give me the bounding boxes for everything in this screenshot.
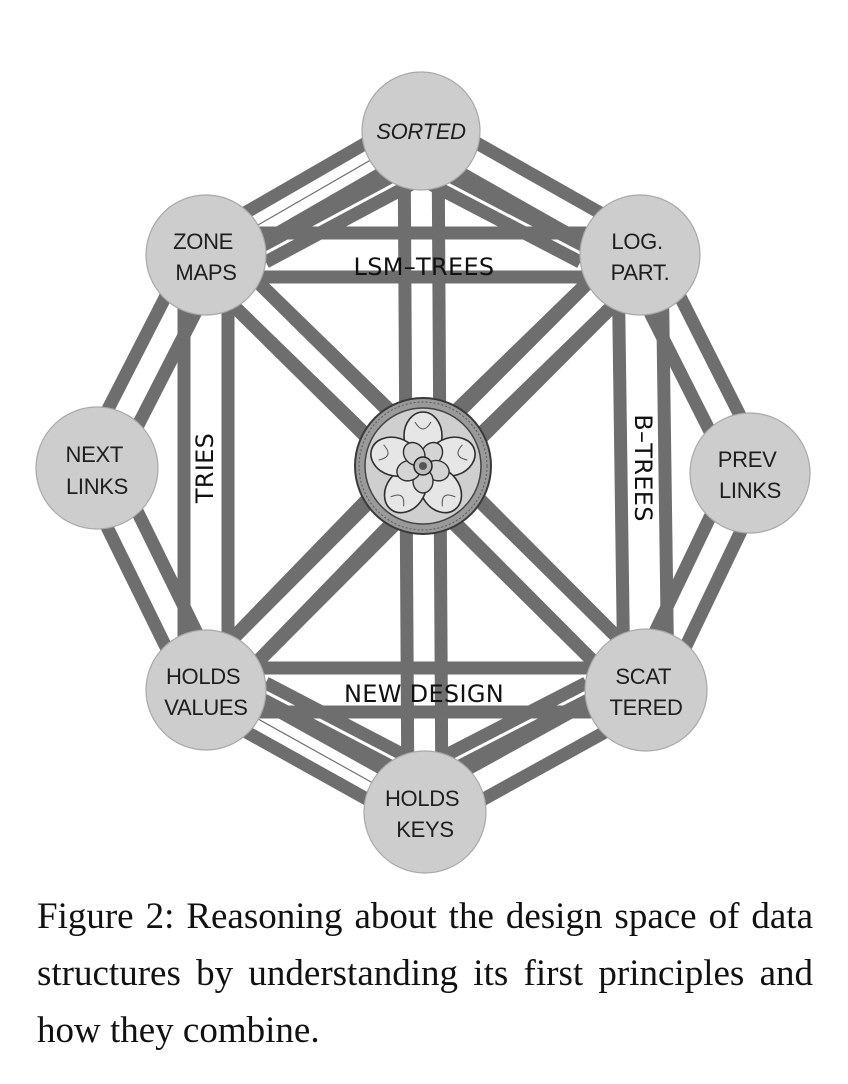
node-prev-links: PREV LINKS — [689, 412, 811, 534]
node-log-part-line-1: LOG. — [611, 229, 662, 254]
node-sorted-line-1: SORTED — [376, 119, 466, 144]
band-b-trees-rail-1 — [655, 254, 675, 690]
node-next-links-line-1: NEXT — [66, 442, 123, 467]
svg-text:SCAT TERED: SCAT TERED — [609, 664, 682, 720]
band-label-tries: TRIES — [191, 433, 219, 504]
node-holds-keys: HOLDS KEYS — [363, 750, 487, 874]
node-zone-maps: ZONE MAPS — [145, 194, 267, 316]
node-zone-maps-line-1: ZONE — [173, 229, 233, 254]
bar-sorted-zone-inner-rail-1 — [262, 171, 428, 268]
bar-holds-keys-values-inner-rail-2 — [262, 677, 432, 774]
node-log-part: LOG. PART. — [579, 194, 701, 316]
node-zone-maps-line-2: MAPS — [175, 260, 236, 285]
design-space-diagram: SORTED ZONE MAPS LOG. PART. NEXT LINKS — [35, 71, 811, 874]
node-scattered: SCAT TERED — [584, 628, 708, 752]
svg-text:NEXT LINKS: NEXT LINKS — [66, 442, 129, 499]
band-label-lsm-trees: LSM–TREES — [354, 253, 495, 281]
svg-text:HOLDS KEYS: HOLDS KEYS — [385, 786, 465, 842]
svg-text:LOG. PART.: LOG. PART. — [611, 229, 670, 285]
rosette-icon — [354, 397, 492, 535]
svg-text:SORTED: SORTED — [376, 119, 466, 144]
node-next-links: NEXT LINKS — [35, 406, 159, 530]
svg-text:HOLDS VALUES: HOLDS VALUES — [164, 664, 247, 720]
band-labels: LSM–TREES NEW DESIGN TRIES B–TREES — [191, 253, 657, 708]
bar-holds-keys-scattered-inner-rail-1 — [418, 677, 590, 774]
node-scattered-line-2: TERED — [609, 695, 682, 720]
node-sorted: SORTED — [361, 71, 481, 191]
figure-caption: Figure 2: Reasoning about the design spa… — [37, 896, 813, 1051]
svg-text:PREV LINKS: PREV LINKS — [718, 447, 783, 503]
node-prev-links-line-1: PREV — [718, 447, 777, 472]
node-log-part-line-2: PART. — [611, 260, 670, 285]
band-b-trees-rail-2 — [611, 255, 631, 691]
bar-sorted-log-inner-rail-2 — [414, 171, 584, 268]
node-next-links-line-2: LINKS — [66, 474, 128, 499]
principle-nodes: SORTED ZONE MAPS LOG. PART. NEXT LINKS — [35, 71, 811, 874]
node-holds-values: HOLDS VALUES — [145, 629, 267, 751]
node-prev-links-line-2: LINKS — [719, 478, 781, 503]
band-label-new-design: NEW DESIGN — [344, 680, 504, 708]
node-holds-keys-line-2: KEYS — [396, 817, 454, 842]
node-holds-values-line-2: VALUES — [164, 695, 247, 720]
node-scattered-line-1: SCAT — [615, 664, 671, 689]
svg-text:ZONE MAPS: ZONE MAPS — [173, 229, 239, 285]
band-label-b-trees: B–TREES — [629, 414, 657, 521]
node-holds-keys-line-1: HOLDS — [385, 786, 459, 811]
node-holds-values-line-1: HOLDS — [166, 664, 240, 689]
